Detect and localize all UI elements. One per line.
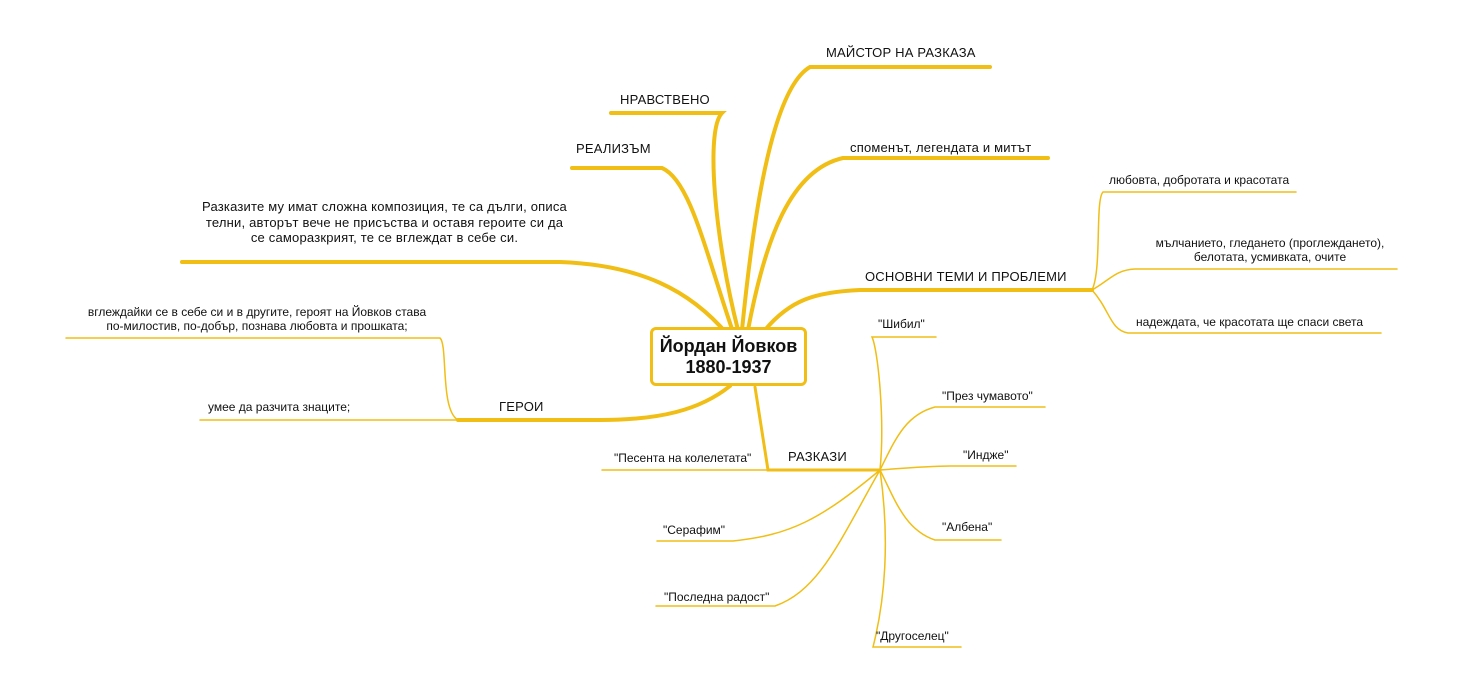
branch-composition: [180, 260, 730, 337]
sub-story-posledna: [655, 469, 881, 607]
topic-themes[interactable]: ОСНОВНИ ТЕМИ И ПРОБЛЕМИ: [865, 269, 1067, 284]
hero-item-reflect-line-1: вглеждайки се в себе си и в другите, гер…: [87, 305, 427, 319]
theme-item-silence[interactable]: мълчанието, гледането (проглеждането), б…: [1140, 236, 1400, 265]
topic-moral[interactable]: НРАВСТВЕНО: [620, 92, 710, 107]
sub-heroes-1: [65, 337, 459, 421]
branch-stories: [753, 385, 882, 472]
story-shibil[interactable]: "Шибил": [878, 317, 925, 331]
story-pesenta[interactable]: "Песента на колелетата": [614, 451, 752, 465]
theme-item-hope[interactable]: надеждата, че красотата ще спаси света: [1136, 315, 1364, 329]
sub-themes-1: [1091, 191, 1297, 291]
story-indzhe[interactable]: "Индже": [963, 448, 1009, 462]
topic-heroes[interactable]: ГЕРОИ: [499, 399, 544, 414]
sub-story-drugoselets: [872, 469, 962, 648]
center-years: 1880-1937: [685, 356, 772, 377]
hero-item-reflect[interactable]: вглеждайки се в себе си и в другите, гер…: [62, 305, 452, 334]
story-serafim[interactable]: "Серафим": [663, 523, 726, 537]
branch-heroes: [456, 384, 732, 422]
story-albena[interactable]: "Албена": [942, 520, 993, 534]
branch-realism: [570, 166, 735, 334]
sub-themes-2: [1091, 268, 1398, 291]
sub-themes-3: [1091, 289, 1382, 334]
topic-master[interactable]: МАЙСТОР НА РАЗКАЗА: [826, 45, 976, 60]
topic-realism[interactable]: РЕАЛИЗЪМ: [576, 141, 651, 156]
center-node[interactable]: Йордан Йовков 1880-1937: [650, 327, 807, 386]
sub-story-albena: [879, 469, 1002, 541]
branch-themes: [763, 288, 1094, 332]
composition-line-3: се саморазкрият, те се вглеждат в себе с…: [250, 230, 519, 246]
theme-item-silence-line-1: мълчанието, гледането (проглеждането),: [1155, 236, 1385, 250]
hero-item-reflect-line-2: по-милостив, по-добър, познава любовта и…: [106, 319, 408, 334]
story-chumavoto[interactable]: "През чумавото": [942, 389, 1033, 403]
theme-item-love[interactable]: любовта, добротата и красотата: [1109, 173, 1290, 187]
story-posledna-radost[interactable]: "Последна радост": [664, 590, 770, 604]
topic-stories[interactable]: РАЗКАЗИ: [788, 449, 847, 464]
theme-item-silence-line-2: белотата, усмивката, очите: [1193, 250, 1347, 265]
composition-line-2: телни, авторът вече не присъства и остав…: [205, 214, 564, 230]
sub-story-indzhe: [879, 465, 1017, 471]
branch-master: [740, 65, 992, 332]
sub-story-serafim: [656, 469, 881, 542]
composition-line-1: Разказите му имат сложна композиция, те …: [202, 199, 567, 214]
branch-memory: [746, 156, 1050, 332]
topic-memory[interactable]: споменът, легендата и митът: [850, 140, 1032, 155]
story-drugoselets[interactable]: "Другоселец": [876, 629, 949, 643]
hero-item-signs[interactable]: умее да разчита знаците;: [208, 400, 351, 414]
center-title: Йордан Йовков: [659, 335, 798, 356]
sub-story-shibil: [870, 336, 937, 471]
sub-story-chumavoto: [879, 406, 1046, 471]
branch-moral: [609, 111, 740, 332]
topic-composition[interactable]: Разказите му имат сложна композиция, те …: [182, 199, 587, 246]
